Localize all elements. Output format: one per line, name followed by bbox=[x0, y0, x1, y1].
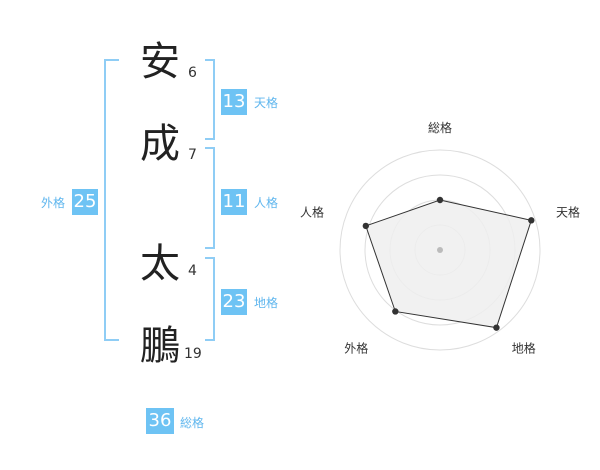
stroke-count-3: 4 bbox=[188, 263, 197, 279]
tenkaku-value: 13 bbox=[221, 89, 247, 115]
radar-point-2 bbox=[528, 217, 535, 224]
radar-point-3 bbox=[493, 324, 500, 331]
radar-grid-ring bbox=[339, 149, 541, 351]
jinkaku-label: 人格 bbox=[254, 196, 279, 210]
radar-series-area bbox=[365, 199, 532, 329]
soukaku-value: 36 bbox=[146, 408, 174, 434]
radar-point-4 bbox=[392, 308, 399, 315]
stroke-count-1: 6 bbox=[188, 65, 197, 81]
radar-axis-label-3: 地格 bbox=[512, 341, 536, 356]
radar-axis-label-5: 人格 bbox=[300, 204, 324, 219]
gaikaku-value: 25 bbox=[72, 189, 98, 215]
radar-point-1 bbox=[436, 196, 444, 204]
chikaku-label: 地格 bbox=[254, 296, 279, 310]
jinkaku-value: 11 bbox=[221, 189, 247, 215]
name-char-1: 安 bbox=[140, 39, 180, 85]
gaikaku-label: 外格 bbox=[41, 196, 66, 210]
name-char-2: 成 bbox=[140, 121, 180, 167]
radar-point-5 bbox=[362, 222, 370, 230]
radar-center-dot bbox=[437, 247, 443, 253]
radar-axis-label-4: 外格 bbox=[344, 341, 368, 356]
stroke-count-2: 7 bbox=[188, 147, 197, 163]
name-char-4: 鵬 bbox=[140, 323, 180, 369]
radar-axis-label-1: 総格 bbox=[428, 120, 452, 135]
jinkaku-bracket bbox=[205, 147, 215, 249]
tenkaku-label: 天格 bbox=[254, 96, 279, 110]
radar-axis-label-2: 天格 bbox=[556, 204, 580, 219]
stroke-count-4: 19 bbox=[184, 346, 202, 362]
chikaku-bracket bbox=[205, 257, 215, 341]
chikaku-value: 23 bbox=[221, 289, 247, 315]
gaikaku-bracket bbox=[104, 59, 119, 341]
soukaku-label: 総格 bbox=[180, 416, 205, 430]
tenkaku-bracket bbox=[205, 59, 215, 140]
name-char-3: 太 bbox=[140, 241, 180, 287]
